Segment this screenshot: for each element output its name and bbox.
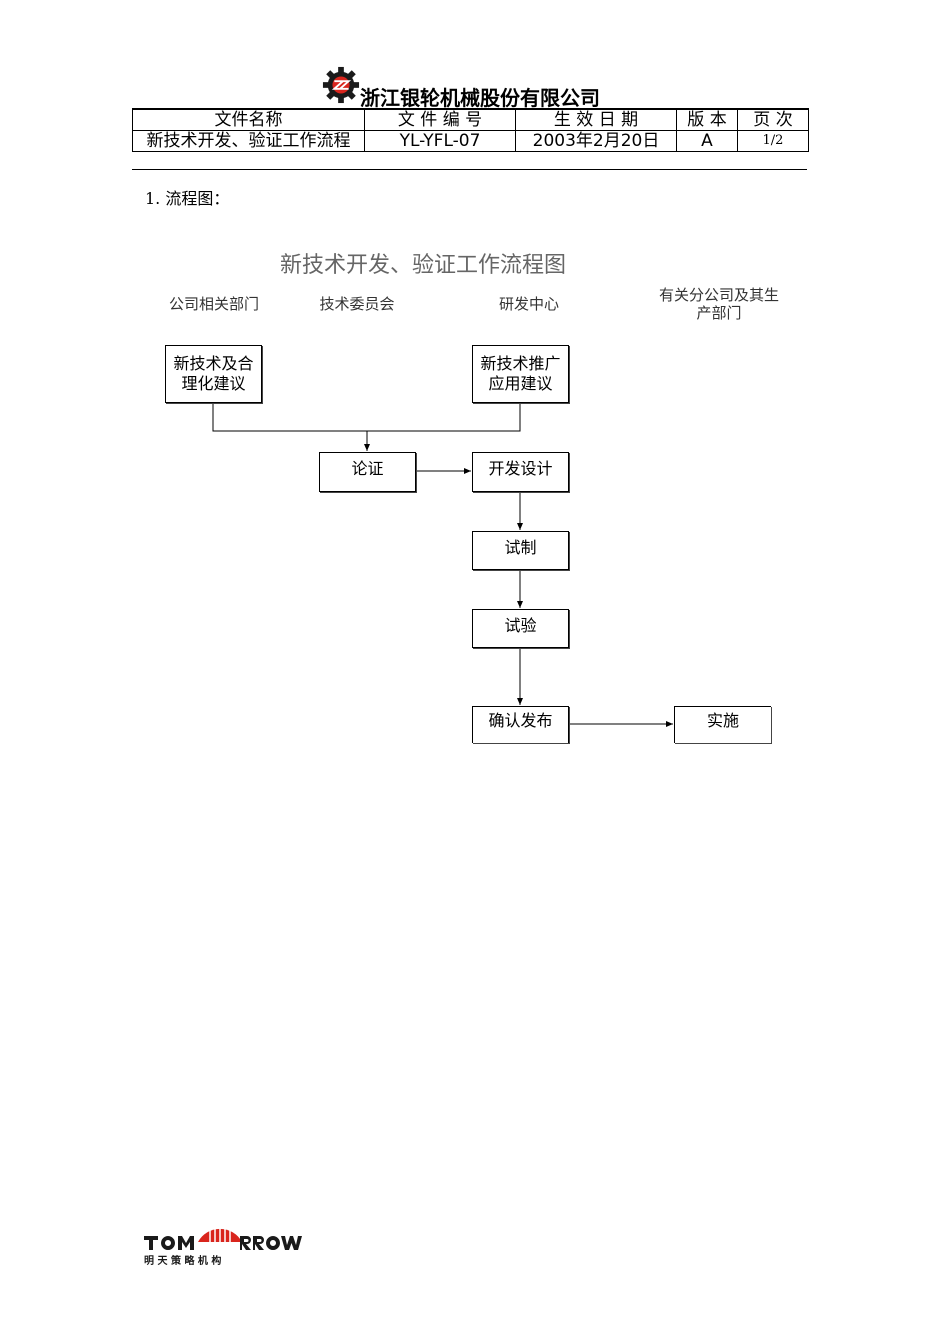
value-page: 1/2: [737, 130, 809, 152]
company-name: 浙江银轮机械股份有限公司: [360, 86, 600, 110]
header-file-number: 文 件 编 号: [364, 108, 516, 131]
header-page: 页 次: [737, 108, 809, 131]
value-file-name: 新技术开发、验证工作流程: [132, 130, 365, 152]
section-heading: 1. 流程图：: [145, 189, 230, 208]
tomorrow-logo-subtext: 明 天 策 略 机 构: [144, 1254, 221, 1267]
table-value-row: 新技术开发、验证工作流程 YL-YFL-07 2003年2月20日 A 1/2: [132, 130, 809, 152]
company-logo-icon: [322, 66, 360, 104]
value-file-number: YL-YFL-07: [364, 130, 516, 152]
tomorrow-logo: 明 天 策 略 机 构: [144, 1218, 302, 1267]
header-divider: [132, 169, 807, 170]
box-testing: 试验: [472, 609, 569, 648]
header-effective-date: 生 效 日 期: [515, 108, 677, 131]
header-version: 版 本: [676, 108, 738, 131]
lane-label-company-departments: 公司相关部门: [168, 295, 259, 313]
value-effective-date: 2003年2月20日: [515, 130, 677, 152]
box-argumentation: 论证: [319, 452, 416, 492]
lane-label-rd-center: 研发中心: [498, 295, 559, 313]
document-info-table: 文件名称 文 件 编 号 生 效 日 期 版 本 页 次 新技术开发、验证工作流…: [132, 108, 809, 152]
header-file-name: 文件名称: [132, 108, 365, 131]
lane-label-branch-production: 有关分公司及其生产部门: [658, 286, 779, 322]
box-development-design: 开发设计: [472, 452, 569, 492]
value-version: A: [676, 130, 738, 152]
table-header-row: 文件名称 文 件 编 号 生 效 日 期 版 本 页 次: [132, 108, 809, 131]
box-new-tech-suggestion: 新技术及合理化建议: [165, 345, 262, 403]
box-implementation: 实施: [674, 706, 771, 743]
connector-merge: [212, 403, 521, 432]
flowchart-title: 新技术开发、验证工作流程图: [280, 253, 567, 278]
box-promotion-suggestion: 新技术推广应用建议: [472, 345, 569, 403]
lane-label-tech-committee: 技术委员会: [319, 295, 395, 313]
box-trial-production: 试制: [472, 531, 569, 570]
box-confirm-release: 确认发布: [472, 706, 569, 743]
